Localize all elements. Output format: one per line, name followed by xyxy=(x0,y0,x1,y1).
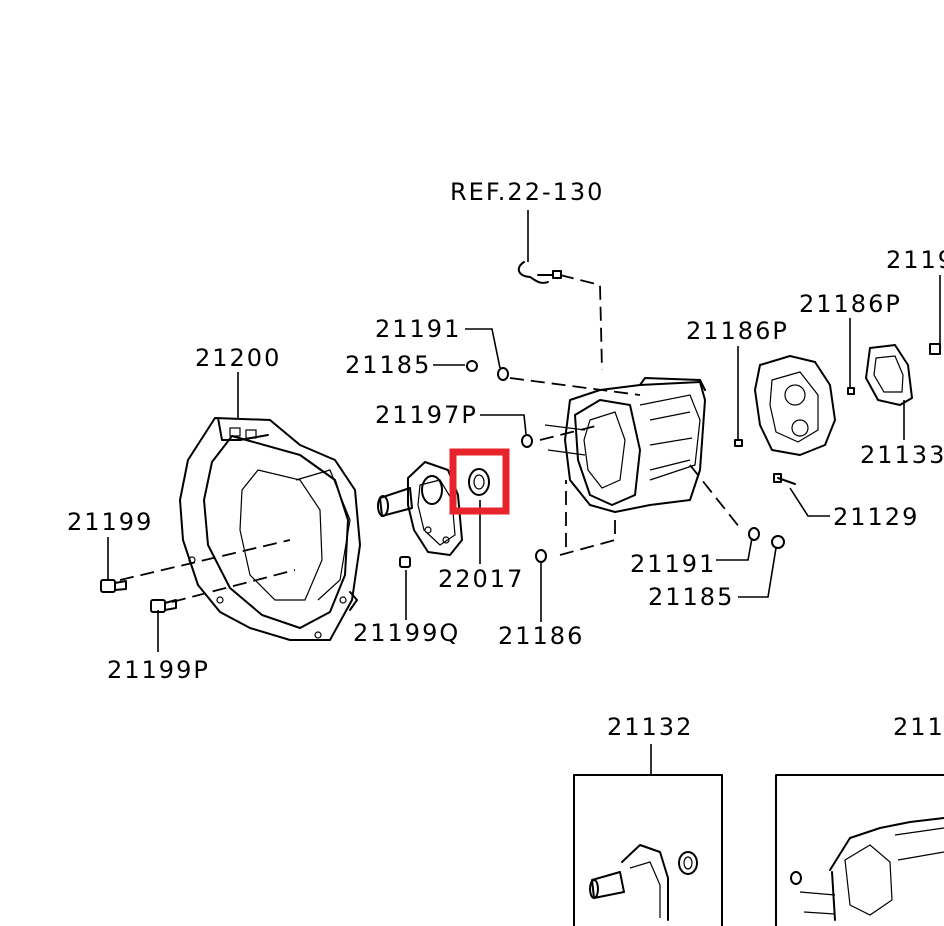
callout-21186[interactable]: 21186 xyxy=(498,622,584,650)
callout-21197p[interactable]: 21197P xyxy=(375,401,478,429)
callout-21186p-right[interactable]: 21186P xyxy=(799,290,902,318)
highlight-box-22017 xyxy=(449,448,510,515)
washer-21191-bottom[interactable] xyxy=(748,527,760,541)
bolt-clipped-right[interactable] xyxy=(929,343,941,355)
dowel-21186[interactable] xyxy=(535,549,547,563)
callout-21199q[interactable]: 21199Q xyxy=(353,619,460,647)
callout-21191-top[interactable]: 21191 xyxy=(375,315,461,343)
leader-lines xyxy=(107,210,941,775)
rear-plate[interactable] xyxy=(754,355,836,456)
callout-211-clipped[interactable]: 211 xyxy=(893,713,944,741)
callout-21185-bottom[interactable]: 21185 xyxy=(648,583,734,611)
pin-21186p-right[interactable] xyxy=(847,387,855,395)
nut-21185-top[interactable] xyxy=(466,360,478,372)
transmission-case[interactable] xyxy=(544,377,706,513)
callout-21200[interactable]: 21200 xyxy=(195,344,281,372)
callout-22017[interactable]: 22017 xyxy=(438,565,524,593)
callout-21129[interactable]: 21129 xyxy=(833,503,919,531)
clutch-housing-21200[interactable] xyxy=(179,417,361,641)
bolt-21129[interactable] xyxy=(773,473,796,485)
callout-21199[interactable]: 21199 xyxy=(67,508,153,536)
gasket-21133[interactable] xyxy=(865,344,913,406)
callout-21186p-left[interactable]: 21186P xyxy=(686,317,789,345)
input-shaft-retainer[interactable] xyxy=(377,461,463,556)
bolt-21199p[interactable] xyxy=(150,599,177,613)
wire-harness-ref-22-130[interactable] xyxy=(517,261,562,284)
oil-seal-22017[interactable] xyxy=(468,468,490,496)
dowel-21197p[interactable] xyxy=(521,434,533,448)
callout-ref-22-130[interactable]: REF.22-130 xyxy=(450,178,604,206)
callout-21185-top[interactable]: 21185 xyxy=(345,351,431,379)
inset-box-right-clipped[interactable] xyxy=(775,774,944,926)
callout-21199p[interactable]: 21199P xyxy=(107,656,210,684)
callout-21191-bottom[interactable]: 21191 xyxy=(630,550,716,578)
assembly-guide-lines xyxy=(119,274,741,603)
washer-21191-top[interactable] xyxy=(497,367,509,381)
callout-21132[interactable]: 21132 xyxy=(607,713,693,741)
callout-2119-clipped[interactable]: 2119 xyxy=(886,246,944,274)
callout-21133[interactable]: 21133 xyxy=(860,441,944,469)
bolt-21199q[interactable] xyxy=(399,556,411,568)
pin-21186p-left[interactable] xyxy=(734,439,743,447)
nut-21185-bottom[interactable] xyxy=(771,535,785,549)
bolt-21199[interactable] xyxy=(100,579,127,593)
inset-box-21132[interactable] xyxy=(573,774,723,926)
